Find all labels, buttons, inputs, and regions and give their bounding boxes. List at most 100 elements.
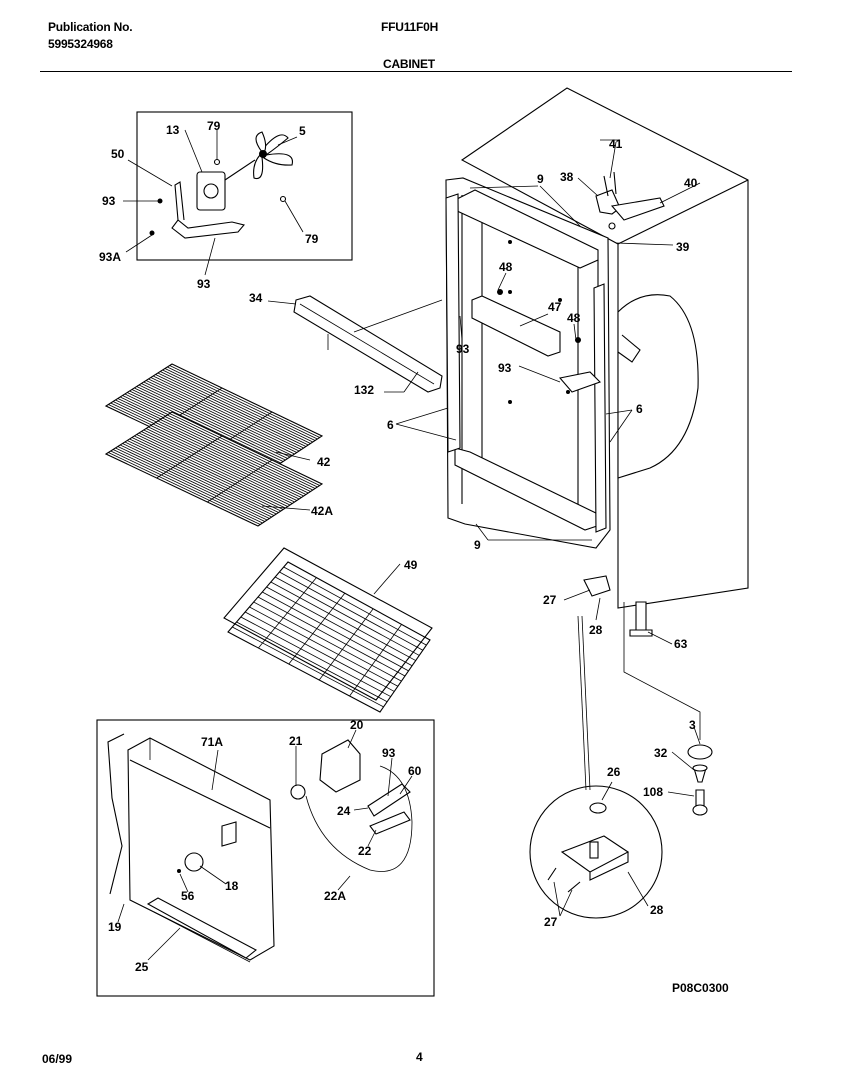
cover-vent: [221, 821, 237, 847]
header-rule: [40, 71, 792, 72]
callout-39: 39: [676, 240, 690, 254]
callout-93: 93: [382, 746, 396, 760]
fan-blade-1: [261, 134, 289, 156]
callout-9: 9: [537, 172, 544, 186]
cap-3: [687, 744, 713, 760]
wire-rod: [164, 416, 316, 489]
wire-rod: [131, 437, 284, 510]
section-title: CABINET: [383, 57, 435, 71]
callout-22: 22: [358, 844, 372, 858]
wire-rod: [167, 366, 318, 440]
callout-18: 18: [225, 879, 239, 893]
wire-rod: [257, 596, 406, 677]
wire-rod: [283, 566, 427, 646]
wire-rod: [127, 440, 279, 513]
knob-20: [319, 739, 361, 793]
wire-cross-rod: [318, 608, 374, 681]
wire-rod: [160, 419, 311, 492]
wire-rod: [244, 611, 395, 692]
wire-rod: [167, 414, 318, 488]
callout-47: 47: [548, 300, 562, 314]
wire-rod: [155, 422, 307, 495]
wire-rod: [279, 571, 424, 651]
wire-rod: [124, 441, 277, 515]
wire-rod: [131, 389, 284, 462]
callout-24: 24: [337, 804, 351, 818]
louver-25: [146, 897, 257, 959]
wire-rod: [129, 438, 282, 512]
motor-bracket: [171, 219, 245, 239]
wire-rod: [157, 372, 309, 446]
callout-93: 93: [102, 194, 116, 208]
callout-48: 48: [567, 311, 581, 325]
hinge-bushing-39: [608, 222, 616, 230]
fan-blade-2: [263, 153, 294, 166]
lower-hinge-detail: [529, 615, 663, 919]
wire-rod: [155, 374, 307, 447]
wire-rod: [150, 377, 302, 450]
callout-28: 28: [650, 903, 664, 917]
callout-27: 27: [543, 593, 557, 607]
thermostat-bracket: [617, 334, 641, 363]
motor-bracket-arm: [174, 181, 185, 221]
wire-rod: [152, 375, 304, 449]
wire-cross-rod: [207, 459, 273, 503]
wire-rod: [136, 434, 288, 507]
fan-motor-hub: [203, 183, 219, 199]
wire-rod: [232, 626, 384, 708]
callout-19: 19: [108, 920, 122, 934]
bracket-93: [558, 371, 602, 393]
wire-rod: [164, 368, 316, 441]
thermostat-21: [290, 784, 306, 800]
callout-71A: 71A: [201, 735, 223, 749]
callout-22A: 22A: [324, 889, 346, 903]
callout-108: 108: [643, 785, 663, 799]
wire-rod: [249, 606, 399, 687]
wire-rod: [157, 420, 309, 494]
grommet-18: [184, 852, 204, 872]
wire-rod: [152, 423, 304, 497]
cabinet-body: [395, 87, 749, 740]
wire-shelf-42A: [104, 411, 324, 527]
wire-rod: [148, 426, 300, 500]
callout-9: 9: [474, 538, 481, 552]
callout-38: 38: [560, 170, 574, 184]
wire-rod: [141, 431, 293, 504]
wire-rod: [150, 425, 302, 498]
wire-rod: [253, 601, 402, 682]
callout-60: 60: [408, 764, 422, 778]
wire-cross-rod: [258, 577, 317, 649]
fan-motor-inset-frame: [136, 111, 353, 261]
callout-42A: 42A: [311, 504, 333, 518]
grommet-79-right: [279, 195, 287, 203]
wire-cross-rod: [349, 624, 402, 697]
wire-rod: [134, 387, 286, 461]
callout-41: 41: [609, 137, 623, 151]
wire-rod: [169, 365, 320, 438]
callout-50: 50: [111, 147, 125, 161]
wire-rod: [129, 390, 282, 464]
shelf-support-34: [267, 295, 443, 393]
callout-132: 132: [354, 383, 374, 397]
wire-rod: [236, 621, 388, 703]
wire-rod: [138, 384, 291, 458]
fan-motor-shaft: [224, 159, 256, 181]
callout-labels: 13 79 5 50 93 79 93A 93 41 9 38 40 39 34…: [99, 119, 698, 974]
callout-26: 26: [607, 765, 621, 779]
callout-93A: 93A: [99, 250, 121, 264]
model-number: FFU11F0H: [381, 20, 439, 34]
footer-date: 06/99: [42, 1052, 72, 1066]
wire-rod: [162, 369, 314, 443]
basket-49: [223, 547, 433, 713]
wire-rod: [141, 383, 293, 456]
hinge-plate-40: [610, 197, 665, 221]
leveling-leg-63: [635, 601, 647, 631]
wire-rod: [270, 581, 416, 661]
wire-rod: [134, 435, 286, 509]
callout-32: 32: [654, 746, 668, 760]
bushing-26: [589, 802, 607, 814]
callout-56: 56: [181, 889, 195, 903]
wire-rod: [117, 446, 270, 519]
wire-rod: [240, 616, 391, 697]
